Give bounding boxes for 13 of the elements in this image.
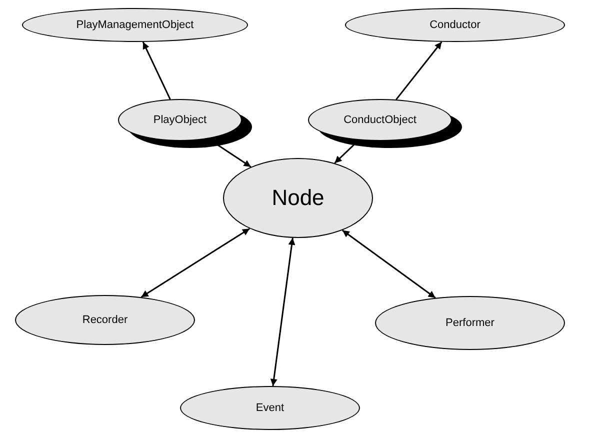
node-label: Recorder	[82, 314, 128, 326]
arrow	[342, 230, 436, 298]
arrow	[396, 41, 442, 100]
node-label: Node	[272, 185, 324, 211]
node-label: ConductObject	[344, 114, 416, 126]
arrow	[142, 42, 171, 100]
arrow	[140, 228, 250, 298]
arrow	[270, 238, 296, 386]
node-label: PlayObject	[153, 114, 207, 126]
node-label: PlayManagementObject	[76, 19, 194, 31]
node-label: Conductor	[430, 19, 480, 31]
node-label: Performer	[446, 317, 494, 329]
node-label: Event	[256, 402, 284, 414]
